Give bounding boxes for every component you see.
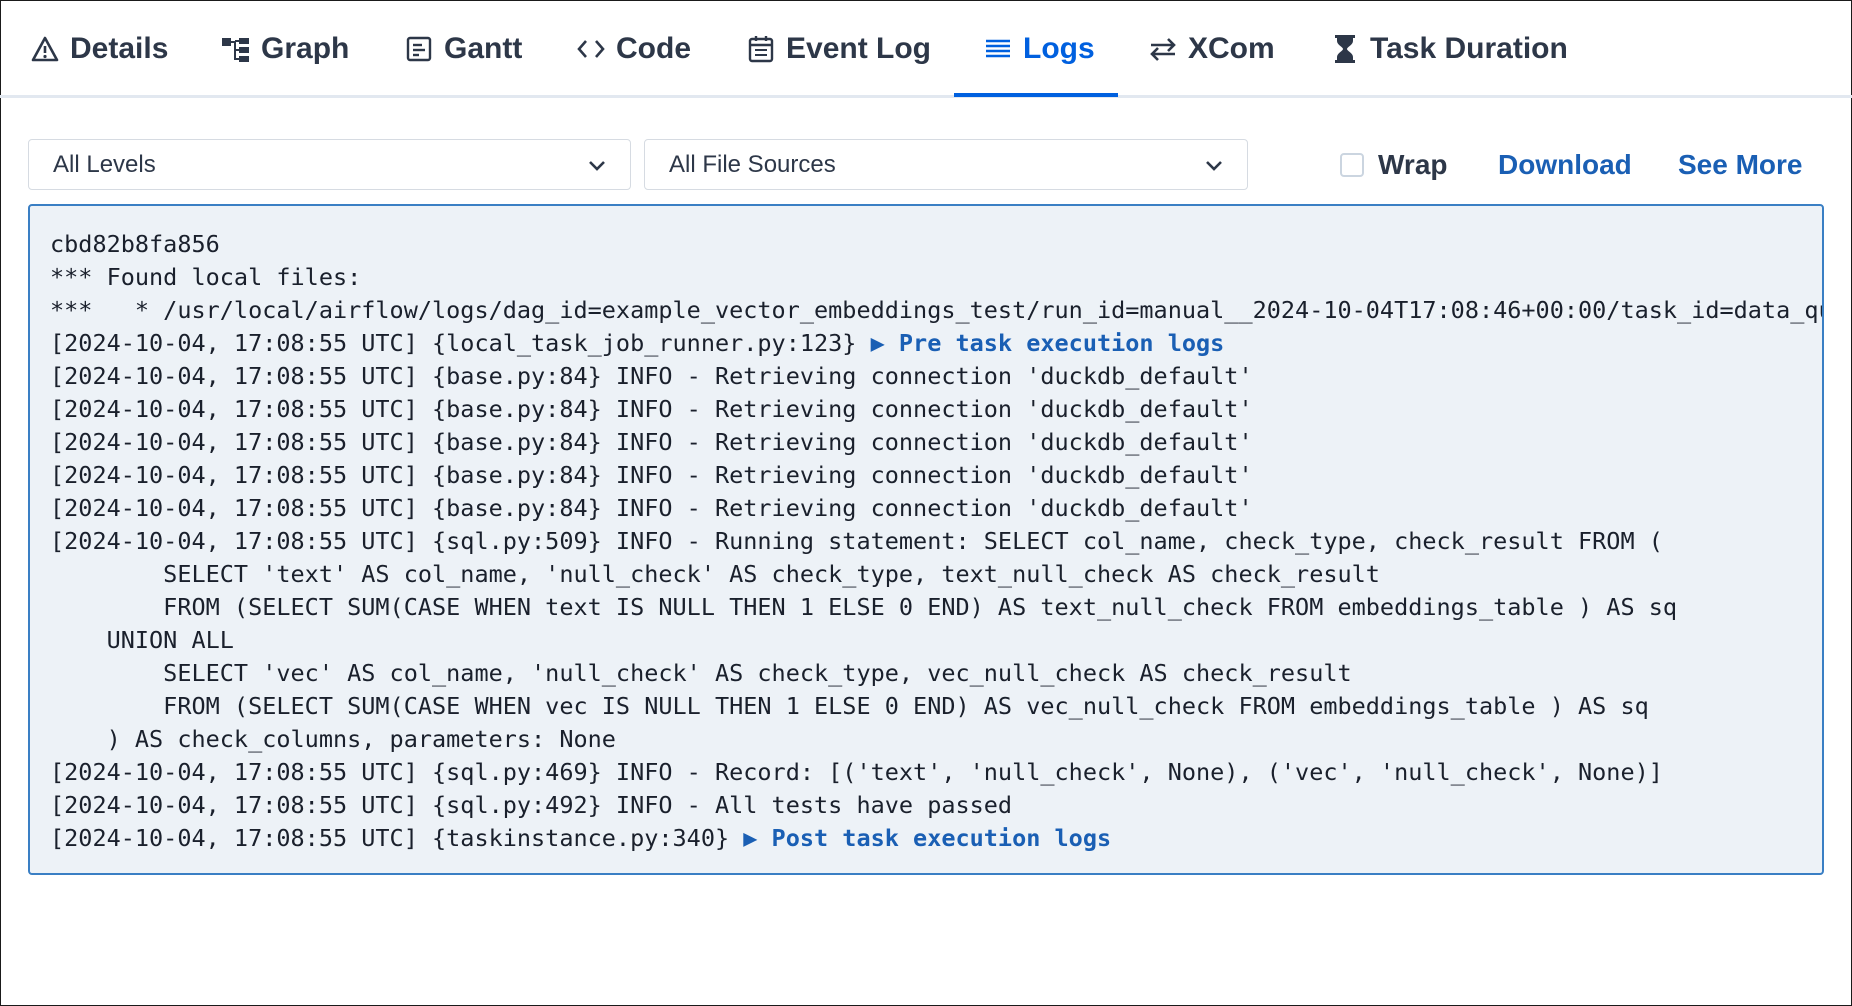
warning-triangle-icon [30, 34, 60, 64]
tab-task-duration[interactable]: Task Duration [1330, 0, 1568, 98]
calendar-icon [746, 34, 776, 64]
wrap-checkbox[interactable] [1340, 153, 1364, 177]
log-line: ) AS check_columns, parameters: None [50, 725, 616, 753]
log-line-prefix: [2024-10-04, 17:08:55 UTC] {taskinstance… [50, 824, 744, 852]
log-line: SELECT 'vec' AS col_name, 'null_check' A… [50, 659, 1352, 687]
log-line: FROM (SELECT SUM(CASE WHEN vec IS NULL T… [50, 692, 1649, 720]
tab-gantt[interactable]: Gantt [404, 0, 522, 98]
log-line: [2024-10-04, 17:08:55 UTC] {base.py:84} … [50, 395, 1253, 423]
log-line-prefix: [2024-10-04, 17:08:55 UTC] {local_task_j… [50, 329, 871, 357]
log-line: SELECT 'text' AS col_name, 'null_check' … [50, 560, 1380, 588]
log-line: [2024-10-04, 17:08:55 UTC] {sql.py:492} … [50, 791, 1013, 819]
chevron-down-icon [1203, 154, 1225, 176]
tab-label: Gantt [444, 32, 523, 65]
wrap-label[interactable]: Wrap [1378, 149, 1448, 180]
tab-label: Task Duration [1370, 32, 1568, 65]
see-more-link[interactable]: See More [1678, 149, 1803, 180]
tab-details[interactable]: Details [30, 0, 168, 98]
pre-task-logs-toggle[interactable]: ▶ Pre task execution logs [870, 329, 1225, 357]
log-panel: cbd82b8fa856 *** Found local files: *** … [28, 204, 1824, 875]
log-line: [2024-10-04, 17:08:55 UTC] {base.py:84} … [50, 362, 1253, 390]
active-tab-indicator [954, 93, 1118, 97]
log-line: UNION ALL [50, 626, 234, 654]
log-line: [2024-10-04, 17:08:55 UTC] {base.py:84} … [50, 494, 1253, 522]
tab-label: Logs [1023, 32, 1095, 65]
log-line: cbd82b8fa856 [50, 230, 220, 258]
list-icon [983, 34, 1013, 64]
chevron-down-icon [586, 154, 608, 176]
tab-graph[interactable]: Graph [221, 0, 349, 98]
tab-label: Graph [261, 32, 350, 65]
arrows-exchange-icon [1148, 34, 1178, 64]
level-select-value: All Levels [53, 150, 156, 178]
tab-label: XCom [1188, 32, 1275, 65]
log-line: *** * /usr/local/airflow/logs/dag_id=exa… [50, 296, 1824, 324]
log-line: [2024-10-04, 17:08:55 UTC] {sql.py:509} … [50, 527, 1663, 555]
log-line: *** Found local files: [50, 263, 362, 291]
log-line: FROM (SELECT SUM(CASE WHEN text IS NULL … [50, 593, 1678, 621]
graph-icon [221, 34, 251, 64]
tab-label: Code [616, 32, 691, 65]
log-content: cbd82b8fa856 *** Found local files: *** … [50, 228, 1824, 855]
file-source-select[interactable]: All File Sources [644, 139, 1248, 190]
log-line: [2024-10-04, 17:08:55 UTC] {base.py:84} … [50, 461, 1253, 489]
log-line: [2024-10-04, 17:08:55 UTC] {base.py:84} … [50, 428, 1253, 456]
tab-event-log[interactable]: Event Log [746, 0, 931, 98]
tab-label: Event Log [786, 32, 932, 65]
file-source-select-value: All File Sources [669, 150, 836, 178]
hourglass-icon [1330, 34, 1360, 64]
tab-bar: Details Graph Gantt Code Event Log Logs [0, 0, 1852, 98]
tab-code[interactable]: Code [576, 0, 691, 98]
gantt-icon [404, 34, 434, 64]
download-link[interactable]: Download [1498, 149, 1632, 180]
wrap-toggle: Wrap [1340, 146, 1448, 184]
tab-label: Details [70, 32, 169, 65]
log-line: [2024-10-04, 17:08:55 UTC] {sql.py:469} … [50, 758, 1663, 786]
level-select[interactable]: All Levels [28, 139, 631, 190]
code-icon [576, 34, 606, 64]
tab-xcom[interactable]: XCom [1148, 0, 1275, 98]
post-task-logs-toggle[interactable]: ▶ Post task execution logs [743, 824, 1112, 852]
tab-logs[interactable]: Logs [983, 0, 1095, 98]
